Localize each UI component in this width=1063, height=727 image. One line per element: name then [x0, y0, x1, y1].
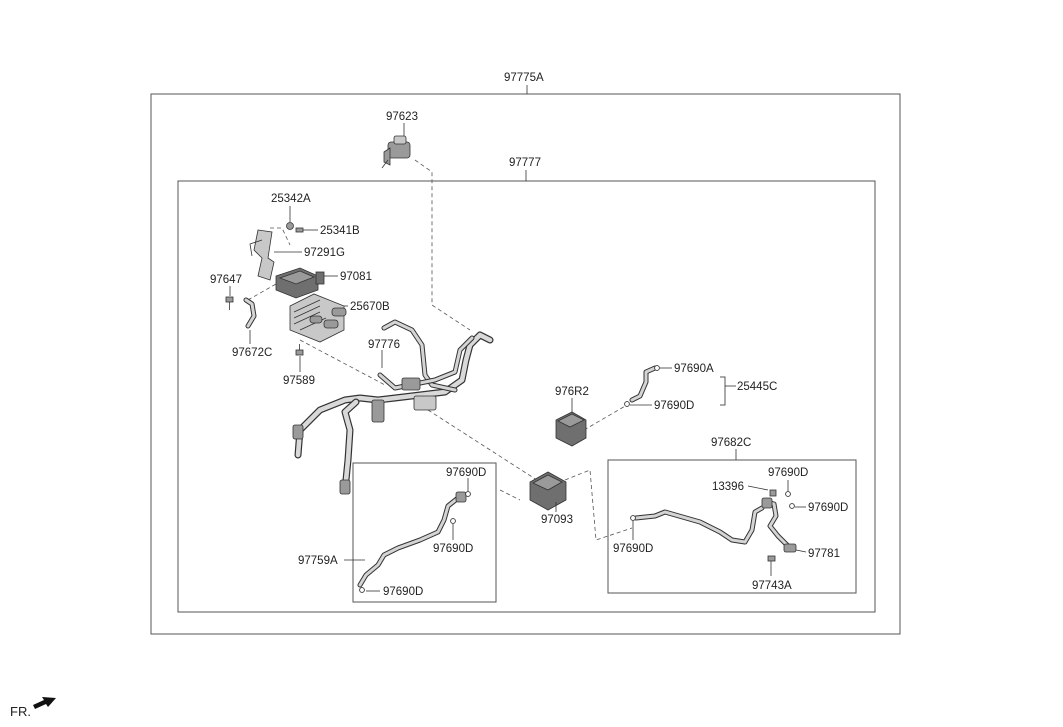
front-indicator: FR. [10, 697, 56, 719]
label-oring-d-right4: 97690D [613, 543, 653, 555]
pipe-right-frame [607, 459, 857, 594]
dash-box-right [564, 469, 633, 541]
group-pipe-part [624, 365, 660, 407]
sensor-top-part [381, 135, 411, 169]
assembly-inner-frame [177, 180, 876, 613]
sensor-mid-part [555, 411, 587, 447]
front-arrow-icon [33, 697, 56, 709]
pipe-main-part [292, 319, 494, 495]
bolt-cooler-part [295, 344, 304, 356]
leader-clamp-right [795, 549, 807, 553]
label-oring-d-right3: 97690D [808, 502, 848, 514]
label-bolt-left: 97647 [210, 274, 242, 286]
dash-sensor-low [427, 409, 541, 483]
label-sensor-mid: 976R2 [555, 386, 589, 398]
label-pipe-right: 97682C [711, 437, 751, 449]
pipe-left-frame [352, 462, 497, 603]
dash-cooler [299, 339, 386, 386]
label-sensor-top: 97623 [386, 111, 418, 123]
bolt-left-part [225, 296, 234, 310]
dash-bracket [270, 227, 291, 246]
leader-bolt-right [747, 485, 769, 491]
label-oring-d-right2: 97690D [768, 467, 808, 479]
label-bracket: 97291G [304, 247, 345, 259]
label-sensor-low: 97093 [541, 514, 573, 526]
pipe-right-part [630, 489, 797, 562]
label-clamp-right: 97781 [808, 548, 840, 560]
cooler-part [289, 293, 347, 343]
dash-box-left [499, 489, 521, 501]
label-valve: 97081 [340, 271, 372, 283]
label-hose-small: 97672C [232, 347, 272, 359]
group-bracket [720, 376, 726, 406]
label-pipe-left: 97759A [298, 555, 338, 567]
label-pipe-main: 97776 [368, 339, 400, 351]
label-oring-d-box2: 97690D [433, 543, 473, 555]
label-oring-d-box1: 97690D [446, 467, 486, 479]
label-bolt-small: 25341B [320, 225, 360, 237]
dash-976r2 [583, 404, 628, 431]
label-oring-d-box3: 97690D [383, 586, 423, 598]
label-bolt-cooler: 97589 [283, 375, 315, 387]
label-bolt-right: 13396 [712, 481, 744, 493]
bracket-part [249, 222, 304, 281]
label-nut: 25342A [271, 193, 311, 205]
assembly-outer-frame [150, 93, 901, 635]
sensor-low-part [529, 471, 567, 511]
label-oring-a: 97690A [674, 363, 714, 375]
label-group: 25445C [737, 381, 777, 393]
dash-sensor-top [414, 159, 471, 331]
hose-small-part [243, 297, 257, 329]
label-assy-inner: 97777 [509, 157, 541, 169]
valve-part [275, 267, 325, 299]
label-cooler: 25670B [350, 301, 390, 313]
front-label: FR. [10, 704, 31, 719]
label-oring-d-right1: 97690D [654, 400, 694, 412]
pipe-left-part [357, 491, 471, 593]
label-bolt-bottom: 97743A [752, 580, 792, 592]
label-assy-outer: 97775A [504, 72, 544, 84]
